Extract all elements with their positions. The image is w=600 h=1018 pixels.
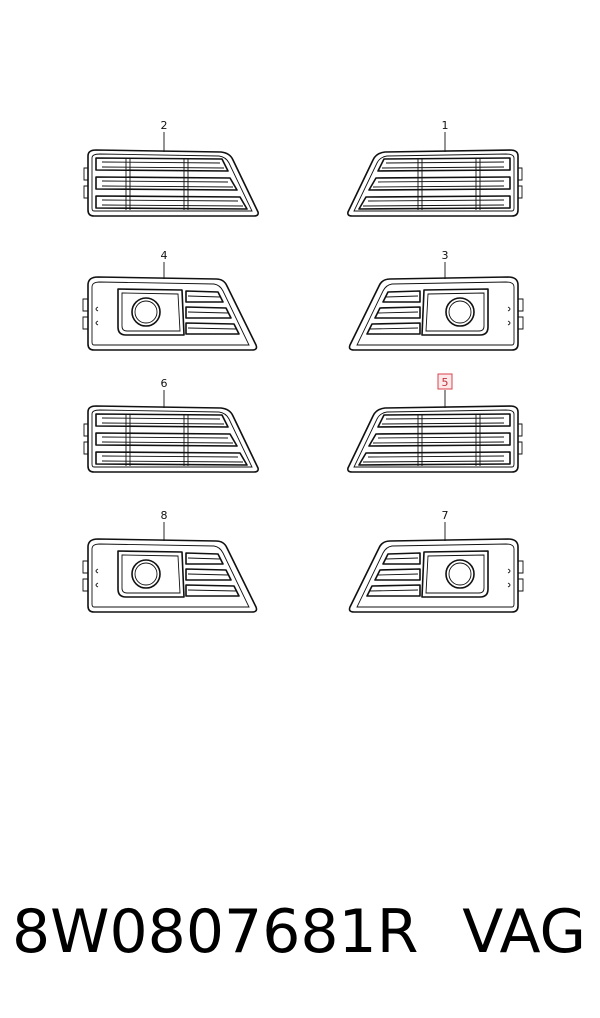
part-5-group-highlighted: 5 [347,373,523,473]
part-number-label-highlighted: 5 [442,376,449,389]
grille-part-4[interactable] [82,276,258,351]
part-number-label: 2 [161,119,168,132]
part-1-group: 1 [347,119,523,217]
brand-label: VAG [462,897,586,967]
part-number-label: 8 [161,509,168,522]
part-2-group: 2 [83,119,259,217]
grille-part-1[interactable] [347,149,523,217]
grille-part-8[interactable] [82,538,258,613]
grille-part-2[interactable] [83,149,259,217]
grille-part-5[interactable] [347,405,523,473]
grille-part-7[interactable] [348,538,524,613]
part-8-group: 8 [82,509,258,613]
part-code: 8W0807681R [12,897,419,967]
part-4-group: 4 [82,249,258,351]
grille-part-6[interactable] [83,405,259,473]
part-6-group: 6 [83,377,259,473]
grille-part-3[interactable] [348,276,524,351]
part-number-label: 7 [442,509,449,522]
highlight-box [437,373,453,390]
part-7-group: 7 [348,509,524,613]
part-number-label: 3 [442,249,449,262]
part-number-label: 4 [161,249,168,262]
part-number-label: 1 [442,119,449,132]
part-number-label: 6 [161,377,168,390]
part-3-group: 3 [348,249,524,351]
